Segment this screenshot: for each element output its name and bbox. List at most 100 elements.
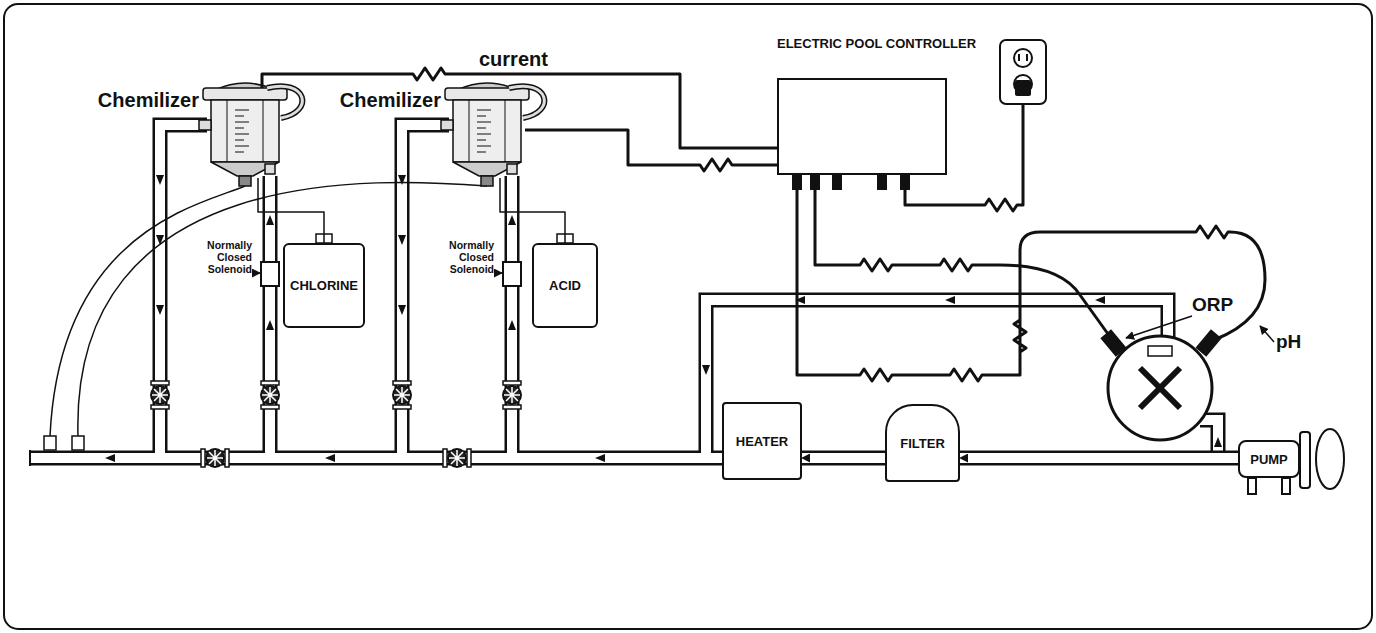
pipe: [30, 451, 722, 466]
solenoid-label: Normally Closed Solenoid: [190, 240, 252, 275]
flow-arrow: [266, 215, 274, 225]
box-label: HEATER: [736, 434, 788, 449]
pipe: [507, 176, 517, 458]
pipe: [30, 125, 1218, 466]
chemilizer-device: [441, 83, 544, 186]
valve: [201, 449, 229, 467]
flow-arrow: [105, 175, 1222, 462]
wire-line: [262, 68, 777, 148]
controller-plug: [810, 174, 820, 190]
pump-motor: [1248, 478, 1256, 494]
sensor-cell: [1100, 329, 1221, 440]
sensor-label: pH: [1276, 331, 1301, 353]
flow-arrow: [156, 175, 164, 185]
flow-arrow: [508, 215, 516, 225]
wire-label: current: [476, 48, 551, 71]
feed-tube: [258, 178, 324, 243]
sensor-cell: [1148, 346, 1172, 356]
sensor-label: ORP: [1192, 294, 1233, 316]
pump-motor: [1300, 432, 1310, 488]
pipe: [263, 176, 278, 458]
chemical-tank: CHLORINE: [283, 243, 365, 328]
valve: [443, 449, 471, 467]
part-heading: Chemilizer: [62, 88, 199, 112]
solenoid: [496, 272, 502, 274]
flow-arrow: [325, 454, 335, 462]
valve: [261, 381, 279, 409]
feed-tube: [500, 178, 565, 243]
sensor-cell: [1195, 329, 1221, 356]
controller-plug: [832, 174, 842, 190]
tube-line: [500, 178, 565, 243]
sensor-cell: [1100, 329, 1126, 356]
valve: [503, 381, 521, 409]
valve: [151, 381, 169, 409]
frame: [4, 4, 1372, 629]
injection-fitting: [72, 436, 84, 450]
flow-arrow: [945, 296, 955, 304]
flow-arrow: [156, 305, 164, 315]
valve: [393, 381, 411, 409]
sensor-wire: [797, 190, 1274, 381]
box-label: FILTER: [900, 436, 945, 451]
leader-line: [1260, 326, 1274, 342]
label-holder: Normally Closed Solenoid: [190, 240, 252, 275]
flow-arrow: [1095, 296, 1105, 304]
controller-plug: [792, 174, 802, 190]
box-label: ACID: [549, 278, 581, 293]
filter-tank: FILTER: [885, 404, 960, 482]
flow-arrow: [105, 454, 115, 462]
sensor-cell: [1108, 336, 1212, 440]
pipe-bore: [802, 453, 885, 463]
chemilizer-device: [199, 83, 302, 186]
part-heading: ELECTRIC POOL CONTROLLER: [777, 36, 992, 52]
controller-box: ELECTRIC POOL CONTROLLER: [777, 36, 992, 175]
pipe-bore: [960, 453, 1238, 463]
sensor-wire: [797, 190, 1265, 381]
pipe-wall: [802, 451, 885, 466]
sensor-cell: [1195, 329, 1221, 356]
sensor-cell: [1140, 368, 1180, 408]
power-cord: [1019, 54, 1027, 61]
chemilizer-device: [199, 83, 544, 186]
chemical-tank: ACID: [532, 243, 598, 328]
power-cord: [1014, 49, 1032, 67]
pump-motor: [1316, 429, 1344, 489]
sensor-wire: [815, 190, 1108, 334]
tube-line: [258, 178, 324, 243]
pipe-connector: [960, 458, 1238, 459]
edge-label-holder: current: [476, 48, 551, 71]
injection-fitting: [78, 182, 487, 436]
chemilizer: Chemilizer: [320, 88, 525, 178]
power-cord: [1000, 40, 1046, 104]
flow-arrow: [266, 320, 274, 330]
pipe-connector: [802, 458, 885, 459]
flow-arrow: [595, 454, 605, 462]
pump-body: PUMP: [1238, 440, 1300, 478]
tank-cap: [316, 234, 573, 243]
label-holder: pH: [1276, 331, 1301, 353]
controller-plug: [900, 174, 910, 190]
flow-arrow: [1214, 437, 1222, 447]
wire-line: [525, 130, 777, 171]
solenoid: [261, 262, 279, 286]
pipe-wall: [960, 451, 1238, 466]
controller-plug: [877, 174, 887, 190]
pipe: [505, 176, 520, 458]
box-label: CHLORINE: [290, 278, 358, 293]
sensor-cell: [1100, 329, 1126, 356]
injection-fitting: [44, 182, 487, 450]
pipe: [29, 450, 31, 466]
chemilizer: Chemilizer: [62, 88, 283, 178]
box-label: PUMP: [1250, 452, 1288, 467]
controller-housing: [777, 78, 947, 175]
pump-motor: [1282, 478, 1290, 494]
current-wire: [262, 68, 777, 148]
part-heading: Chemilizer: [320, 88, 441, 112]
flow-arrow: [508, 320, 516, 330]
label-holder: Normally Closed Solenoid: [432, 240, 494, 275]
leader-line: [1126, 316, 1192, 338]
